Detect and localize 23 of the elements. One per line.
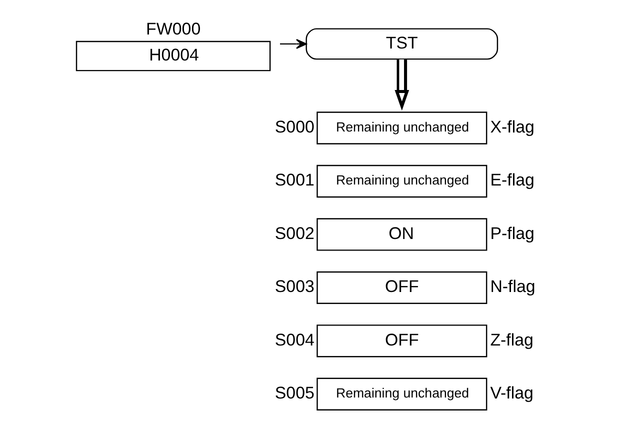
- node-label: E-flag: [490, 170, 534, 190]
- node-label: S000: [274, 117, 314, 136]
- node-label: FW000: [146, 20, 200, 39]
- node-box: Remaining unchanged: [316, 164, 487, 198]
- node-box: H0004: [75, 40, 270, 72]
- node-label: N-flag: [490, 277, 535, 296]
- node-label: P-flag: [490, 224, 534, 243]
- node-label: S005: [274, 384, 314, 403]
- node-box: ON: [316, 218, 487, 251]
- node-box: OFF: [316, 271, 487, 304]
- node-label: S003: [274, 277, 314, 296]
- node-box: OFF: [316, 324, 487, 358]
- node-label: Z-flag: [490, 330, 533, 350]
- node-label: S002: [274, 224, 314, 243]
- node-label: S001: [274, 170, 314, 190]
- node-label: V-flag: [490, 384, 533, 403]
- node-box: Remaining unchanged: [316, 378, 487, 410]
- node-box: Remaining unchanged: [316, 112, 487, 144]
- arrow: [394, 59, 409, 111]
- arrow: [280, 38, 306, 49]
- node-box: TST: [305, 28, 498, 60]
- node-label: X-flag: [490, 117, 534, 136]
- node-label: S004: [274, 330, 314, 350]
